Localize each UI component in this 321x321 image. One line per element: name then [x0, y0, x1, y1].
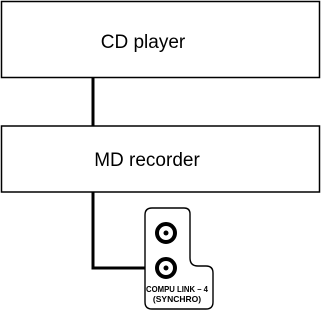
cd-player-label: CD player — [101, 32, 186, 53]
upper-jack-center — [163, 230, 169, 236]
compu-link-cable — [91, 192, 166, 270]
md-recorder-label: MD recorder — [94, 150, 200, 171]
md-recorder-box — [0, 125, 321, 193]
connector-label-line2: (SYNCHRO) — [153, 294, 201, 304]
connector-label-line1: COMPU LINK – 4 — [146, 284, 208, 294]
cd-player-box — [0, 0, 321, 79]
lower-jack-center — [163, 265, 169, 271]
